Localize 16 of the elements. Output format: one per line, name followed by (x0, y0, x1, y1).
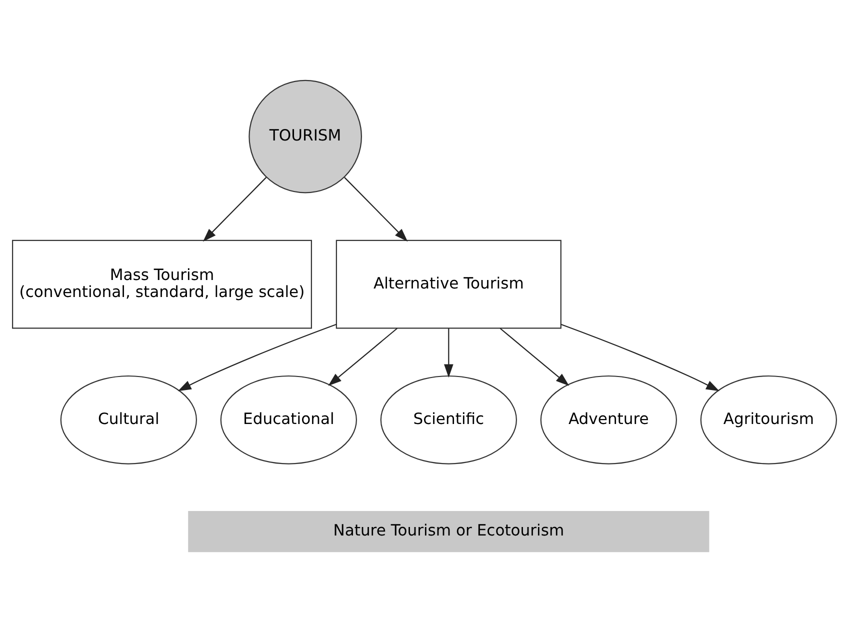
node-circle: TOURISM (248, 80, 362, 194)
node-ellipse: Adventure (540, 375, 677, 464)
node-box: Alternative Tourism (336, 240, 562, 329)
node-ellipse: Educational (220, 375, 357, 464)
arrow (344, 177, 408, 242)
arrow (202, 177, 267, 242)
node-box: Nature Tourism or Ecotourism (188, 511, 710, 552)
arrow (560, 324, 720, 392)
arrow (500, 328, 570, 386)
node-ellipse: Cultural (60, 375, 197, 464)
node-box: Mass Tourism (conventional, standard, large scale) (12, 240, 312, 329)
arrow (328, 328, 398, 386)
arrow (178, 324, 336, 392)
arrow (444, 328, 454, 378)
node-ellipse: Scientific (380, 375, 517, 464)
node-ellipse: Agritourism (700, 375, 837, 464)
